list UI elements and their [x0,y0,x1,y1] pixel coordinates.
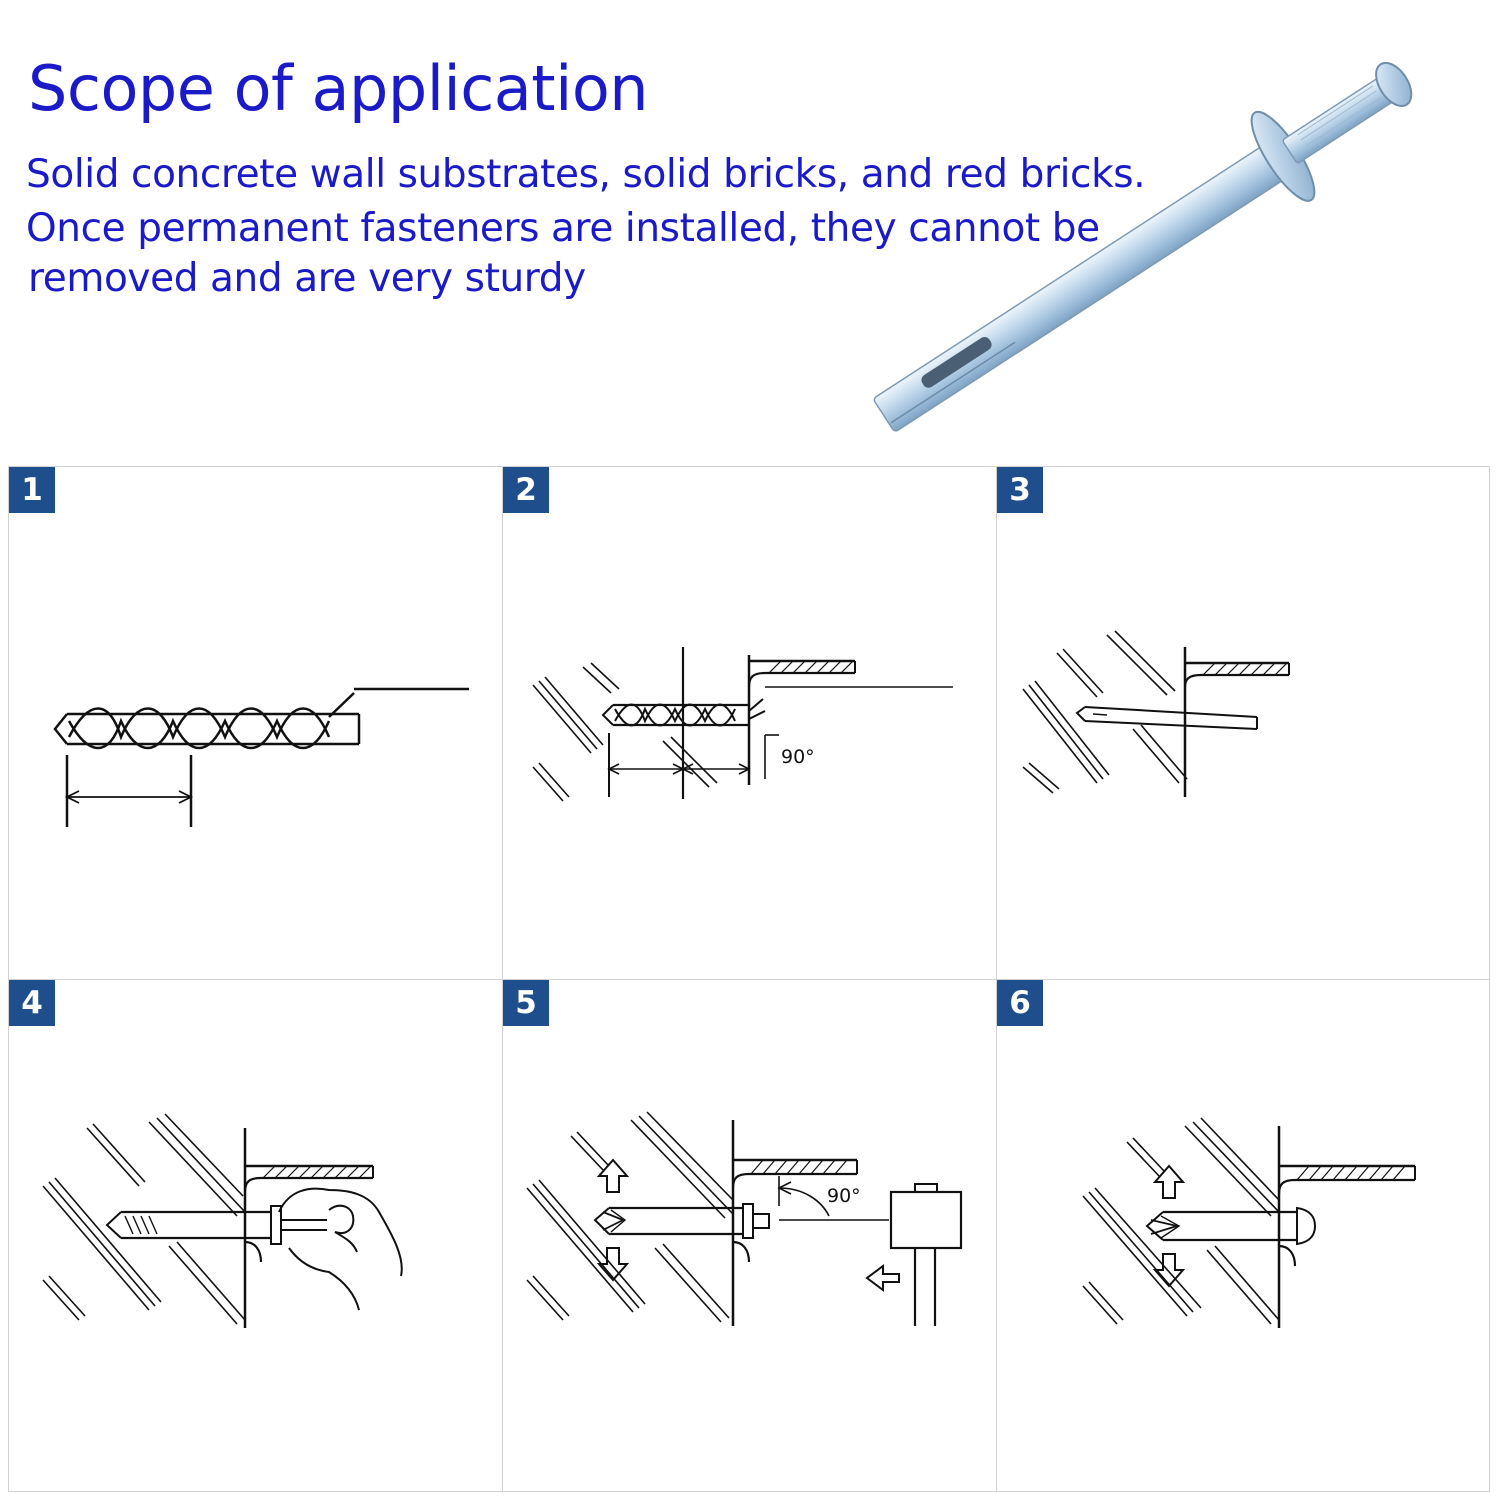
installation-steps-grid: 1 [8,466,1490,1492]
step-panel-1: 1 [8,466,503,980]
description-line-3: removed and are very sturdy [28,256,586,301]
description-line-2: Once permanent fasteners are installed, … [26,206,1100,251]
step-number-badge: 3 [997,467,1043,513]
installed-anchor-illustration [1082,1117,1416,1328]
step-number-badge: 4 [9,980,55,1026]
step-number-badge: 1 [9,467,55,513]
clean-hole-illustration [1022,630,1290,797]
insert-anchor-illustration [42,1113,403,1328]
step-panel-2: 90° 2 [502,466,997,980]
step-number-badge: 5 [503,980,549,1026]
drill-bit-illustration [53,687,469,827]
angle-label: 90° [827,1185,861,1207]
page-title: Scope of application [28,52,649,125]
hammer-drive-anchor-image [873,61,1413,432]
angle-label: 90° [781,746,815,768]
step-number-badge: 6 [997,980,1043,1026]
hammer-anchor-illustration: 90° [526,1111,963,1326]
step-panel-3: 3 [996,466,1490,980]
drilling-hole-illustration: 90° [532,647,953,802]
step-panel-4: 4 [8,979,503,1492]
step-number-badge: 2 [503,467,549,513]
step-panel-6: 6 [996,979,1490,1492]
description-line-1: Solid concrete wall substrates, solid br… [26,152,1146,197]
step-panel-5: 90° 5 [502,979,997,1492]
